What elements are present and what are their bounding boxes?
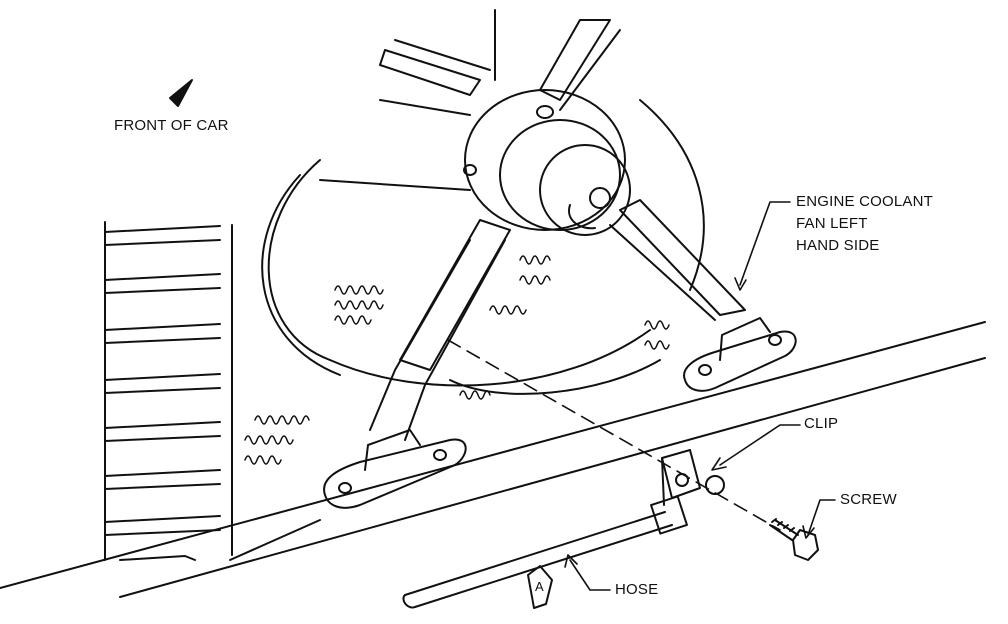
right-mounting-foot bbox=[683, 317, 797, 392]
fan-motor-hub bbox=[463, 89, 631, 236]
label-view-a: A bbox=[535, 579, 544, 594]
clip bbox=[661, 449, 701, 506]
screw bbox=[705, 475, 819, 561]
label-front-of-car: FRONT OF CAR bbox=[114, 117, 229, 134]
fin-patterns bbox=[244, 255, 670, 465]
radiator bbox=[104, 221, 233, 561]
leader-lines bbox=[564, 201, 836, 591]
label-engine-coolant-fan-line-1: ENGINE COOLANT bbox=[796, 193, 933, 210]
label-screw: SCREW bbox=[840, 491, 897, 508]
label-engine-coolant-fan-line-3: HAND SIDE bbox=[796, 237, 880, 254]
label-hose: HOSE bbox=[615, 581, 659, 598]
left-mounting-foot bbox=[323, 429, 467, 509]
hose bbox=[402, 495, 688, 609]
fan-shroud bbox=[261, 9, 705, 395]
floor-lines bbox=[0, 321, 986, 598]
fan-spokes bbox=[369, 19, 746, 441]
label-engine-coolant-fan-line-2: FAN LEFT bbox=[796, 215, 868, 232]
view-a-marker-icon bbox=[527, 565, 553, 609]
front-direction-arrow-icon bbox=[169, 79, 193, 107]
label-clip: CLIP bbox=[804, 415, 839, 432]
exploded-view-line bbox=[447, 339, 781, 531]
